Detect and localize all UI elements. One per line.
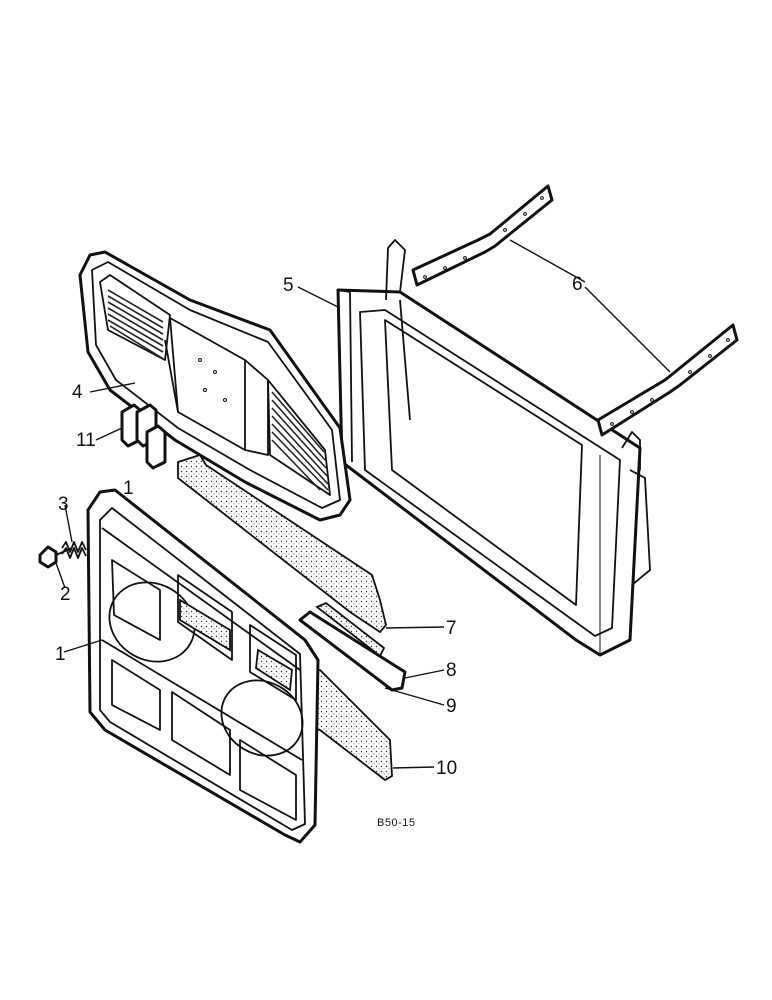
callout-7: 7 — [446, 618, 457, 639]
retainer-part-8 — [298, 610, 407, 692]
drawing-code: B50-15 — [377, 817, 415, 829]
callout-labels: 1 1 2 3 4 5 6 7 8 9 10 11 — [55, 274, 583, 779]
leader-lines — [55, 239, 671, 769]
callout-9: 9 — [446, 696, 457, 717]
grille-insert-part-4 — [78, 250, 352, 522]
callout-3: 3 — [58, 494, 69, 515]
clips-part-11 — [120, 403, 167, 470]
callout-6: 6 — [572, 274, 583, 295]
callout-10: 10 — [436, 758, 457, 779]
spring-part-3 — [61, 541, 87, 559]
seal-strip-part-7 — [177, 453, 387, 634]
callout-2: 2 — [60, 584, 71, 605]
callout-11: 11 — [76, 430, 96, 451]
callout-1: 1 — [55, 644, 66, 665]
shroud-frame-part-5 — [336, 239, 651, 657]
grille-frame-part-1 — [86, 488, 320, 844]
callout-8: 8 — [446, 660, 457, 681]
callout-1-top: 1 — [123, 478, 134, 499]
callout-4: 4 — [72, 382, 83, 403]
callout-5: 5 — [283, 275, 294, 296]
seal-part-9 — [315, 601, 386, 658]
side-straps-part-6 — [411, 184, 739, 437]
